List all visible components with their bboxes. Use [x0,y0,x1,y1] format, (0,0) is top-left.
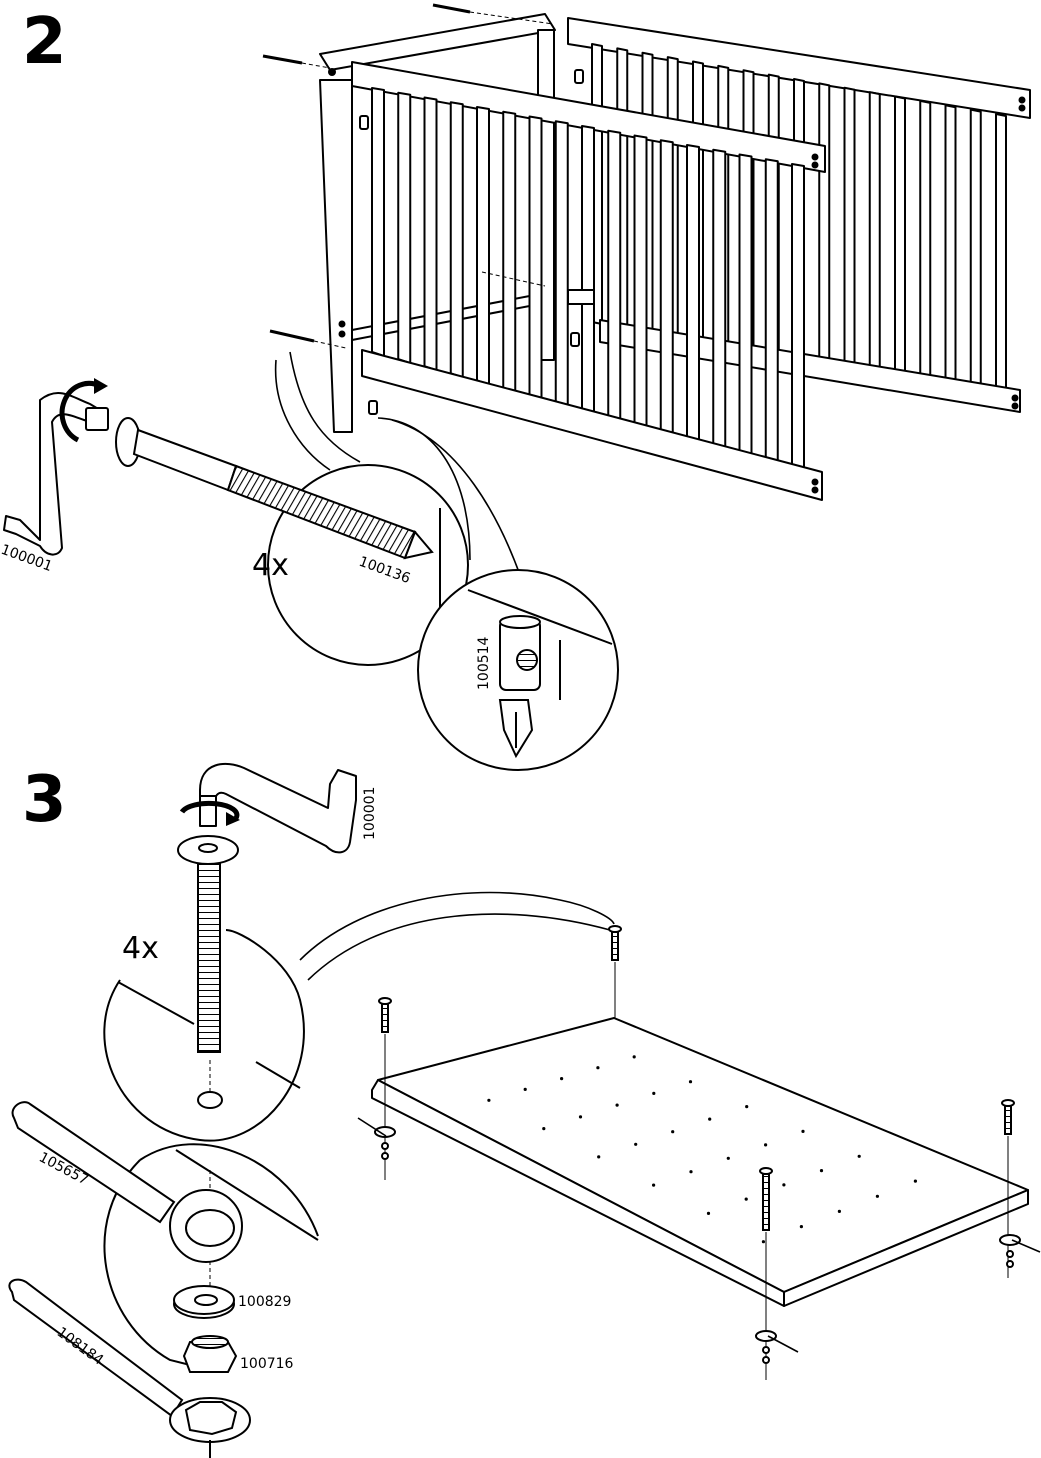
crib-slat [845,88,855,366]
crib-slat [971,110,981,386]
board-hole [579,1115,582,1118]
crib-slat [451,102,463,377]
crib-slat [687,145,699,442]
crib-slat [635,136,647,428]
crib-slat [477,107,489,385]
board-hole [820,1169,823,1172]
washer-part-number: 100829 [238,1294,291,1310]
crib-slat [996,114,1006,390]
board-hole [524,1088,527,1091]
board-hole [914,1180,917,1183]
board-hole [782,1183,785,1186]
board-hole [633,1055,636,1058]
crib-slat [556,121,568,406]
bolt-icon [609,926,621,1018]
board-hole [876,1195,879,1198]
board-hole [671,1130,674,1133]
washer-icon [174,1286,234,1318]
crib-slat [661,140,673,434]
crib-slat [819,83,829,361]
crib-slat [740,155,752,456]
board-hole [745,1198,748,1201]
crib-frame [320,14,1030,500]
crib-slat [503,112,515,392]
nut-fitting [1000,1235,1040,1267]
board-hole [800,1225,803,1228]
board-hole [838,1210,841,1213]
allen-key-icon [4,393,108,555]
board-hole [634,1143,637,1146]
board-hole [596,1066,599,1069]
board-hole [745,1105,748,1108]
board-hole [764,1143,767,1146]
crib-slat [920,101,930,378]
crib-slat [372,88,384,356]
crib-slat [582,126,594,413]
crib-slat [792,164,804,470]
nut-fitting [358,1118,395,1159]
board-hole [708,1118,711,1121]
ring-spanner-icon [13,1102,242,1262]
crib-slat [946,105,956,382]
board-hole [858,1155,861,1158]
board-hole [689,1080,692,1083]
step2-quantity-label: 4x [252,548,289,583]
crib-slat [530,117,542,399]
step3-allen-key-part-number: 100001 [362,787,378,840]
board-hole [652,1092,655,1095]
nut-fitting [756,1331,798,1363]
barrel-nut-part-number: 100514 [476,636,492,690]
crib-slat [713,150,725,449]
board-hole [542,1127,545,1130]
board-hole [707,1212,710,1215]
barrel-nut-icon [500,616,540,690]
board-hole [762,1240,765,1243]
nut-part-number: 100716 [240,1356,294,1372]
board-hole [801,1130,804,1133]
crib-slat [608,131,620,420]
board-hole [689,1170,692,1173]
crib-slat [398,93,410,363]
crib-slat [425,98,437,371]
board-hole [597,1155,600,1158]
bolt-icon [433,5,553,24]
step3-quantity-label: 4x [122,931,159,966]
hex-nut-icon [184,1336,236,1372]
board-hole [652,1184,655,1187]
board-hole [616,1104,619,1107]
board-hole [487,1099,490,1102]
crib-slat [766,159,778,463]
mattress-base-board [372,1018,1028,1306]
board-hole [560,1077,563,1080]
crib-slat [895,97,905,374]
barrel-nut-detail-circle: 100514 [418,570,618,770]
bolt-icon [263,56,330,68]
crib-slat [870,92,880,369]
board-hole [727,1157,730,1160]
